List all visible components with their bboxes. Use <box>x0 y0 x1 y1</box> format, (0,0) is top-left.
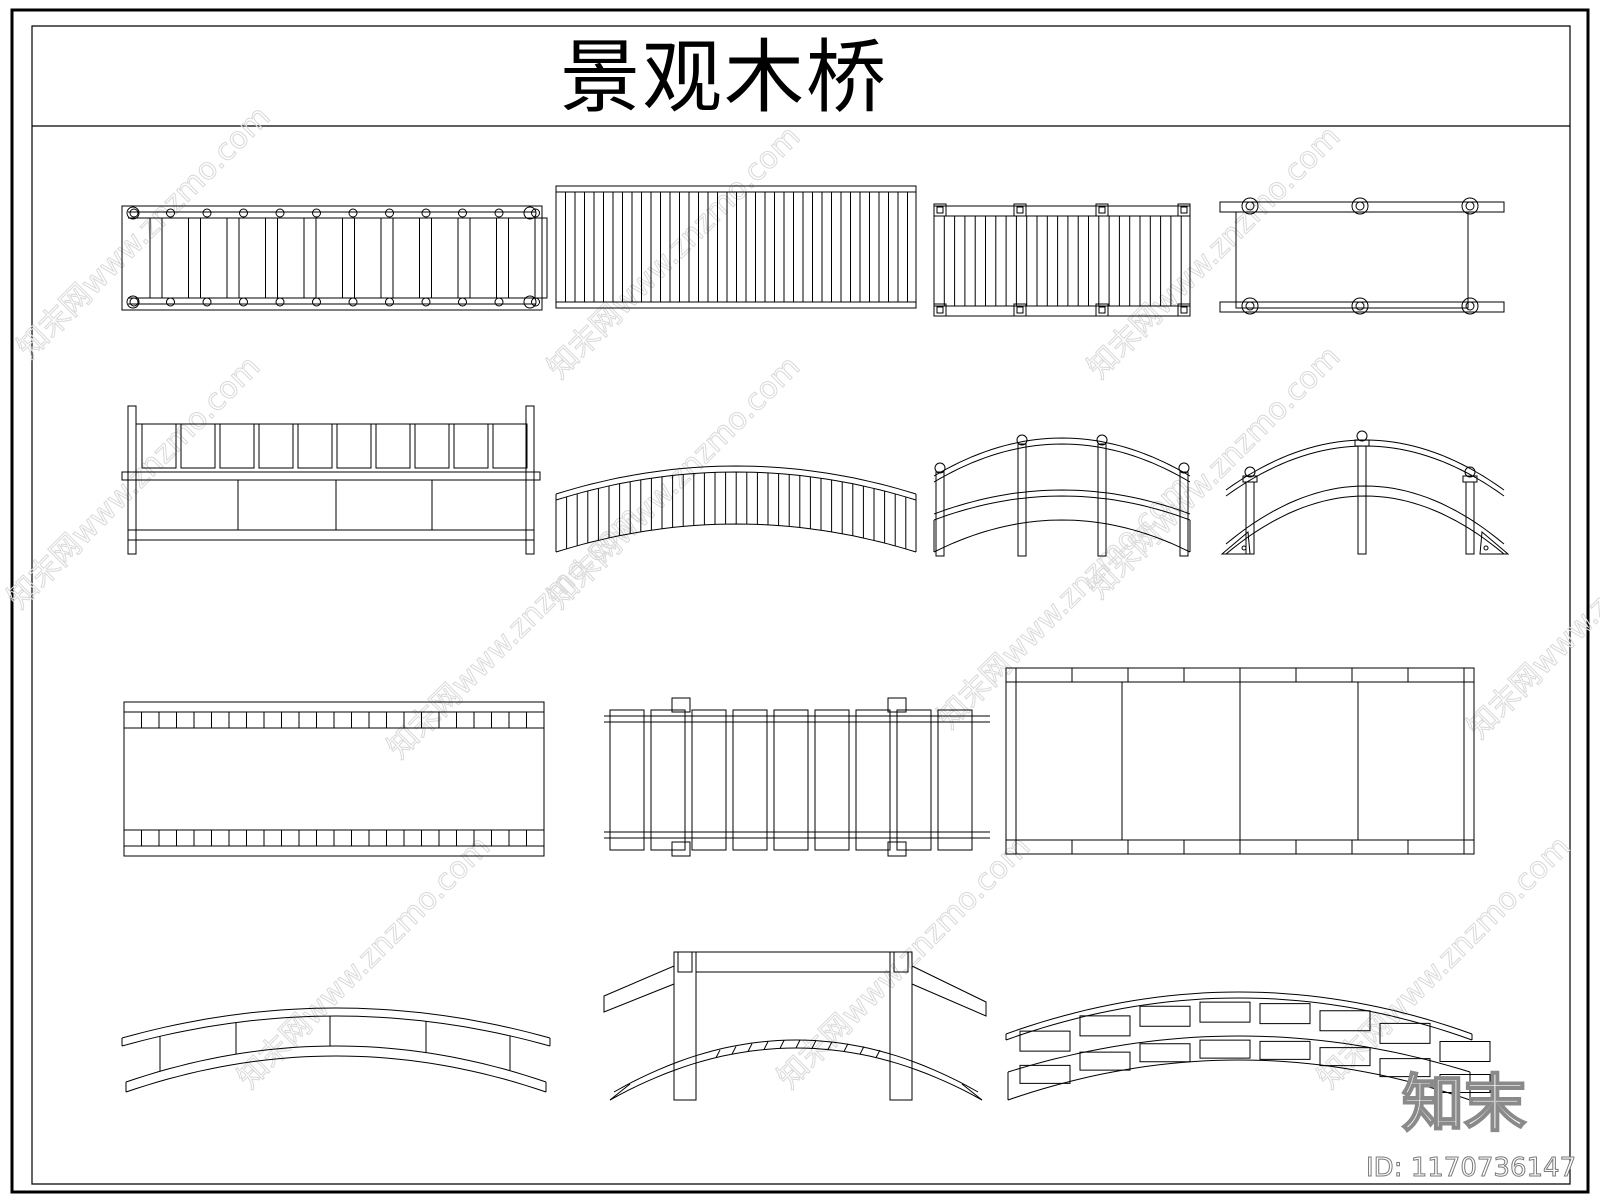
bridge-elevation-5 <box>122 1008 550 1092</box>
bridge-elevation-2 <box>556 466 916 552</box>
bridge-elevation-6 <box>604 952 986 1100</box>
page-title: 景观木桥 <box>560 31 888 124</box>
bridge-plan-2 <box>556 186 916 308</box>
bridge-plan-4 <box>1220 198 1504 314</box>
bridge-plan-3 <box>934 204 1190 316</box>
bridge-plan-6 <box>604 698 990 856</box>
bridge-elevation-4 <box>1222 431 1508 554</box>
bridge-elevation-7 <box>1006 992 1490 1100</box>
bridge-plan-1 <box>122 206 547 310</box>
bridge-plan-7 <box>1006 668 1474 854</box>
bridge-elevation-1 <box>122 406 540 554</box>
image-id-label: ID: 1170736147 <box>1366 1153 1577 1184</box>
bridge-plan-5 <box>124 702 544 856</box>
brand-logo: 知末 <box>1401 1066 1527 1141</box>
bridge-elevation-3 <box>934 435 1190 556</box>
